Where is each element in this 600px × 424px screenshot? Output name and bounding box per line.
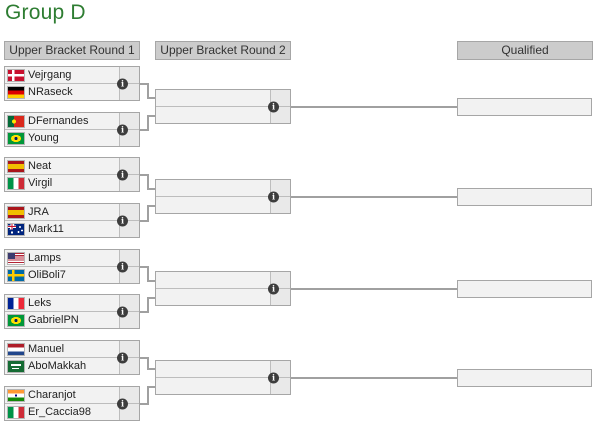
flag-icon-brazil xyxy=(8,132,24,144)
match-info-icon[interactable]: i xyxy=(268,283,279,294)
flag-icon-italy xyxy=(8,177,24,189)
player-name[interactable]: AboMakkah xyxy=(28,360,87,372)
player-name[interactable]: NRaseck xyxy=(28,86,73,98)
connector-line xyxy=(139,115,156,131)
player-name[interactable]: Vejrgang xyxy=(28,69,72,81)
connector-line xyxy=(139,266,156,282)
ub-r1-match-6: Leks GabrielPN i xyxy=(4,294,140,329)
flag-icon-germany xyxy=(8,86,24,98)
match-info-icon[interactable]: i xyxy=(268,372,279,383)
column-header-upper-bracket-round-1: Upper Bracket Round 1 xyxy=(4,41,140,60)
player-name[interactable]: Neat xyxy=(28,160,52,172)
player-row: Mark11 xyxy=(5,220,139,237)
connector-line xyxy=(139,386,156,405)
page-title: Group D xyxy=(5,1,86,24)
ub-r1-match-2: DFernandes Young i xyxy=(4,112,140,147)
flag-icon-brazil xyxy=(8,314,24,326)
ub-r1-match-1: Vejrgang NRaseck i xyxy=(4,66,140,101)
player-name[interactable]: DFernandes xyxy=(28,115,89,127)
flag-icon-italy xyxy=(8,406,24,418)
player-row: NRaseck xyxy=(5,83,139,100)
connector-line xyxy=(139,174,156,190)
flag-icon-india xyxy=(8,389,24,401)
player-name[interactable]: OliBoli7 xyxy=(28,269,66,281)
player-row: DFernandes xyxy=(5,113,139,129)
qualified-slot-3 xyxy=(457,280,592,298)
player-name[interactable]: Young xyxy=(28,132,59,144)
player-name[interactable]: GabrielPN xyxy=(28,314,79,326)
flag-icon-portugal xyxy=(8,115,24,127)
player-row: Manuel xyxy=(5,341,139,357)
player-name[interactable]: Leks xyxy=(28,297,52,309)
player-name[interactable]: Manuel xyxy=(28,343,65,355)
flag-icon-france xyxy=(8,297,24,309)
column-header-upper-bracket-round-2: Upper Bracket Round 2 xyxy=(155,41,291,60)
flag-icon-spain xyxy=(8,206,24,218)
match-info-icon[interactable]: i xyxy=(117,169,128,180)
flag-icon-saudi-arabia xyxy=(8,360,24,372)
ub-r1-match-4: JRA Mark11 i xyxy=(4,203,140,238)
ub-r2-match-2: i xyxy=(155,179,291,214)
match-info-icon[interactable]: i xyxy=(117,398,128,409)
qualified-slot-4 xyxy=(457,369,592,387)
player-name[interactable]: Mark11 xyxy=(28,223,64,235)
match-info-icon[interactable]: i xyxy=(117,215,128,226)
player-name[interactable]: JRA xyxy=(28,206,49,218)
ub-r1-match-5: Lamps OliBoli7 i xyxy=(4,249,140,284)
match-info-icon[interactable]: i xyxy=(117,124,128,135)
flag-icon-spain xyxy=(8,160,24,172)
player-row: Vejrgang xyxy=(5,67,139,83)
player-name[interactable]: Virgil xyxy=(28,177,53,189)
player-row: Charanjot xyxy=(5,387,139,403)
ub-r1-match-7: Manuel AboMakkah i xyxy=(4,340,140,375)
qualified-slot-1 xyxy=(457,98,592,116)
qualified-slot-2 xyxy=(457,188,592,206)
player-name[interactable]: Er_Caccia98 xyxy=(28,406,91,418)
match-info-icon[interactable]: i xyxy=(268,191,279,202)
ub-r2-match-1: i xyxy=(155,89,291,124)
match-info-icon[interactable]: i xyxy=(117,78,128,89)
match-info-icon[interactable]: i xyxy=(117,352,128,363)
connector-line xyxy=(139,297,156,313)
flag-icon-denmark xyxy=(8,69,24,81)
player-row: Leks xyxy=(5,295,139,311)
player-row: OliBoli7 xyxy=(5,266,139,283)
player-row: Virgil xyxy=(5,174,139,191)
player-row: Young xyxy=(5,129,139,146)
column-header-qualified: Qualified xyxy=(457,41,593,60)
ub-r2-match-4: i xyxy=(155,360,291,395)
flag-icon-sweden xyxy=(8,269,24,281)
ub-r2-match-3: i xyxy=(155,271,291,306)
match-info-icon[interactable]: i xyxy=(268,101,279,112)
connector-line xyxy=(139,83,156,99)
player-name[interactable]: Lamps xyxy=(28,252,62,264)
flag-icon-united-states xyxy=(8,252,24,264)
ub-r1-match-3: Neat Virgil i xyxy=(4,157,140,192)
player-name[interactable]: Charanjot xyxy=(28,389,76,401)
connector-line xyxy=(139,357,156,370)
flag-icon-australia xyxy=(8,223,24,235)
flag-icon-netherlands xyxy=(8,343,24,355)
match-info-icon[interactable]: i xyxy=(117,261,128,272)
match-info-icon[interactable]: i xyxy=(117,306,128,317)
ub-r1-match-8: Charanjot Er_Caccia98 i xyxy=(4,386,140,421)
connector-line xyxy=(139,205,156,222)
